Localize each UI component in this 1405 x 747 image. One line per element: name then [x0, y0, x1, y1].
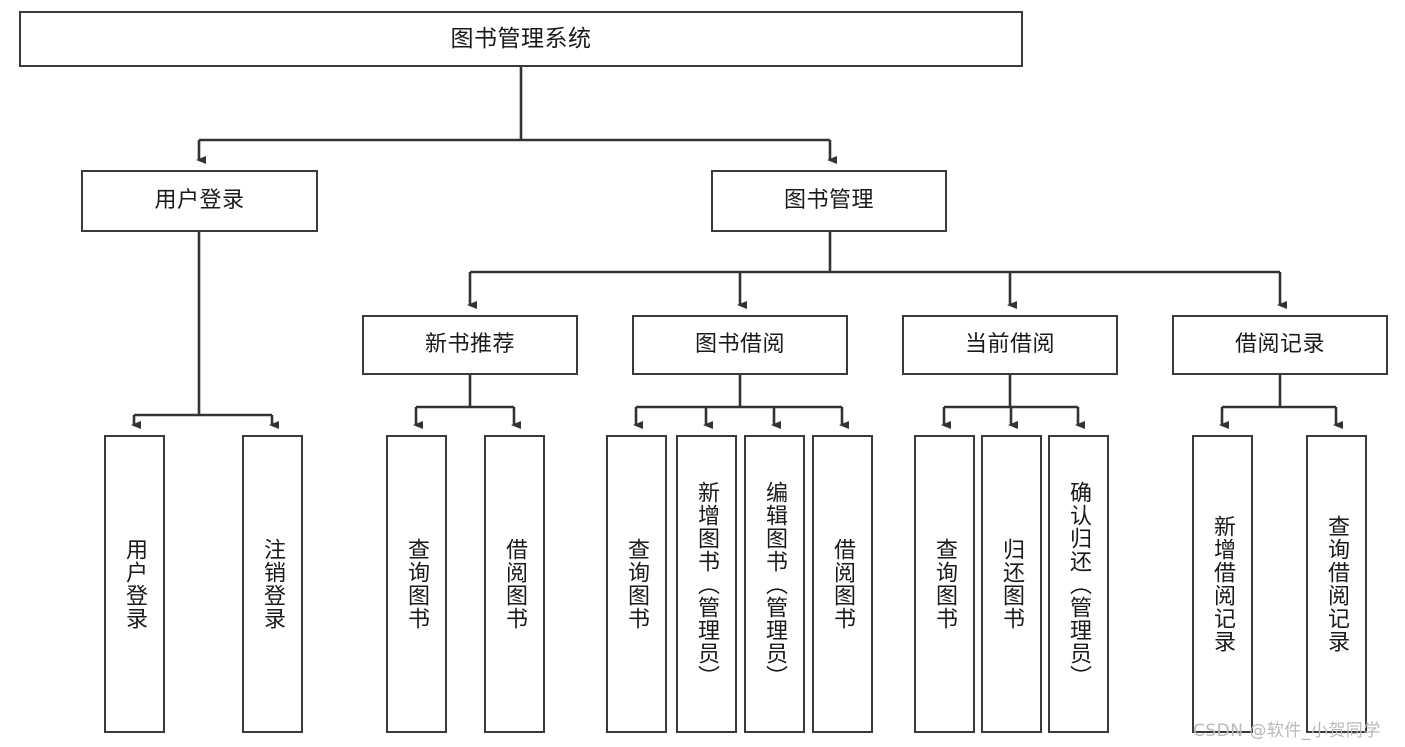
- node-label: 查询图书: [624, 538, 650, 630]
- node-book-management[interactable]: 图书管理: [711, 170, 947, 232]
- leaf-logout[interactable]: 注销登录: [242, 435, 303, 733]
- leaf-add-borrow-record[interactable]: 新增借阅记录: [1192, 435, 1253, 733]
- leaf-edit-book-admin[interactable]: 编辑图书（管理员）: [744, 435, 805, 733]
- leaf-confirm-return-admin[interactable]: 确认归还（管理员）: [1048, 435, 1109, 733]
- leaf-query-book-borrow[interactable]: 查询图书: [606, 435, 667, 733]
- leaf-query-book-newbook[interactable]: 查询图书: [386, 435, 447, 733]
- leaf-return-book[interactable]: 归还图书: [981, 435, 1042, 733]
- node-label: 新增借阅记录: [1210, 515, 1236, 653]
- node-label: 借阅图书: [830, 538, 856, 630]
- leaf-query-book-current[interactable]: 查询图书: [914, 435, 975, 733]
- node-book-borrow[interactable]: 图书借阅: [632, 315, 848, 375]
- node-label: 图书借阅: [694, 332, 785, 358]
- node-root-system[interactable]: 图书管理系统: [19, 11, 1023, 67]
- node-label: 查询图书: [404, 538, 430, 630]
- node-current-borrow[interactable]: 当前借阅: [902, 315, 1118, 375]
- node-label: 借阅记录: [1234, 332, 1325, 358]
- node-label: 图书管理: [783, 188, 874, 214]
- node-label: 用户登录: [122, 538, 148, 630]
- node-label: 确认归还（管理员）: [1066, 480, 1092, 688]
- leaf-user-login[interactable]: 用户登录: [104, 435, 165, 733]
- leaf-query-borrow-record[interactable]: 查询借阅记录: [1306, 435, 1367, 733]
- node-label: 当前借阅: [964, 332, 1055, 358]
- leaf-add-book-admin[interactable]: 新增图书（管理员）: [676, 435, 737, 733]
- node-label: 编辑图书（管理员）: [762, 480, 788, 688]
- leaf-borrow-book-newbook[interactable]: 借阅图书: [484, 435, 545, 733]
- node-label: 归还图书: [999, 538, 1025, 630]
- leaf-lend-book[interactable]: 借阅图书: [812, 435, 873, 733]
- node-label: 查询图书: [932, 538, 958, 630]
- node-label: 用户登录: [154, 188, 245, 214]
- node-label: 借阅图书: [502, 538, 528, 630]
- node-label: 新书推荐: [424, 332, 515, 358]
- node-label: 注销登录: [260, 538, 286, 630]
- node-new-book-recommend[interactable]: 新书推荐: [362, 315, 578, 375]
- watermark: CSDN @软件_小贺同学: [1193, 721, 1381, 741]
- node-label: 新增图书（管理员）: [694, 480, 720, 688]
- node-user-login[interactable]: 用户登录: [81, 170, 318, 232]
- node-label: 查询借阅记录: [1324, 515, 1350, 653]
- node-label: 图书管理系统: [450, 25, 592, 52]
- node-borrow-records[interactable]: 借阅记录: [1172, 315, 1388, 375]
